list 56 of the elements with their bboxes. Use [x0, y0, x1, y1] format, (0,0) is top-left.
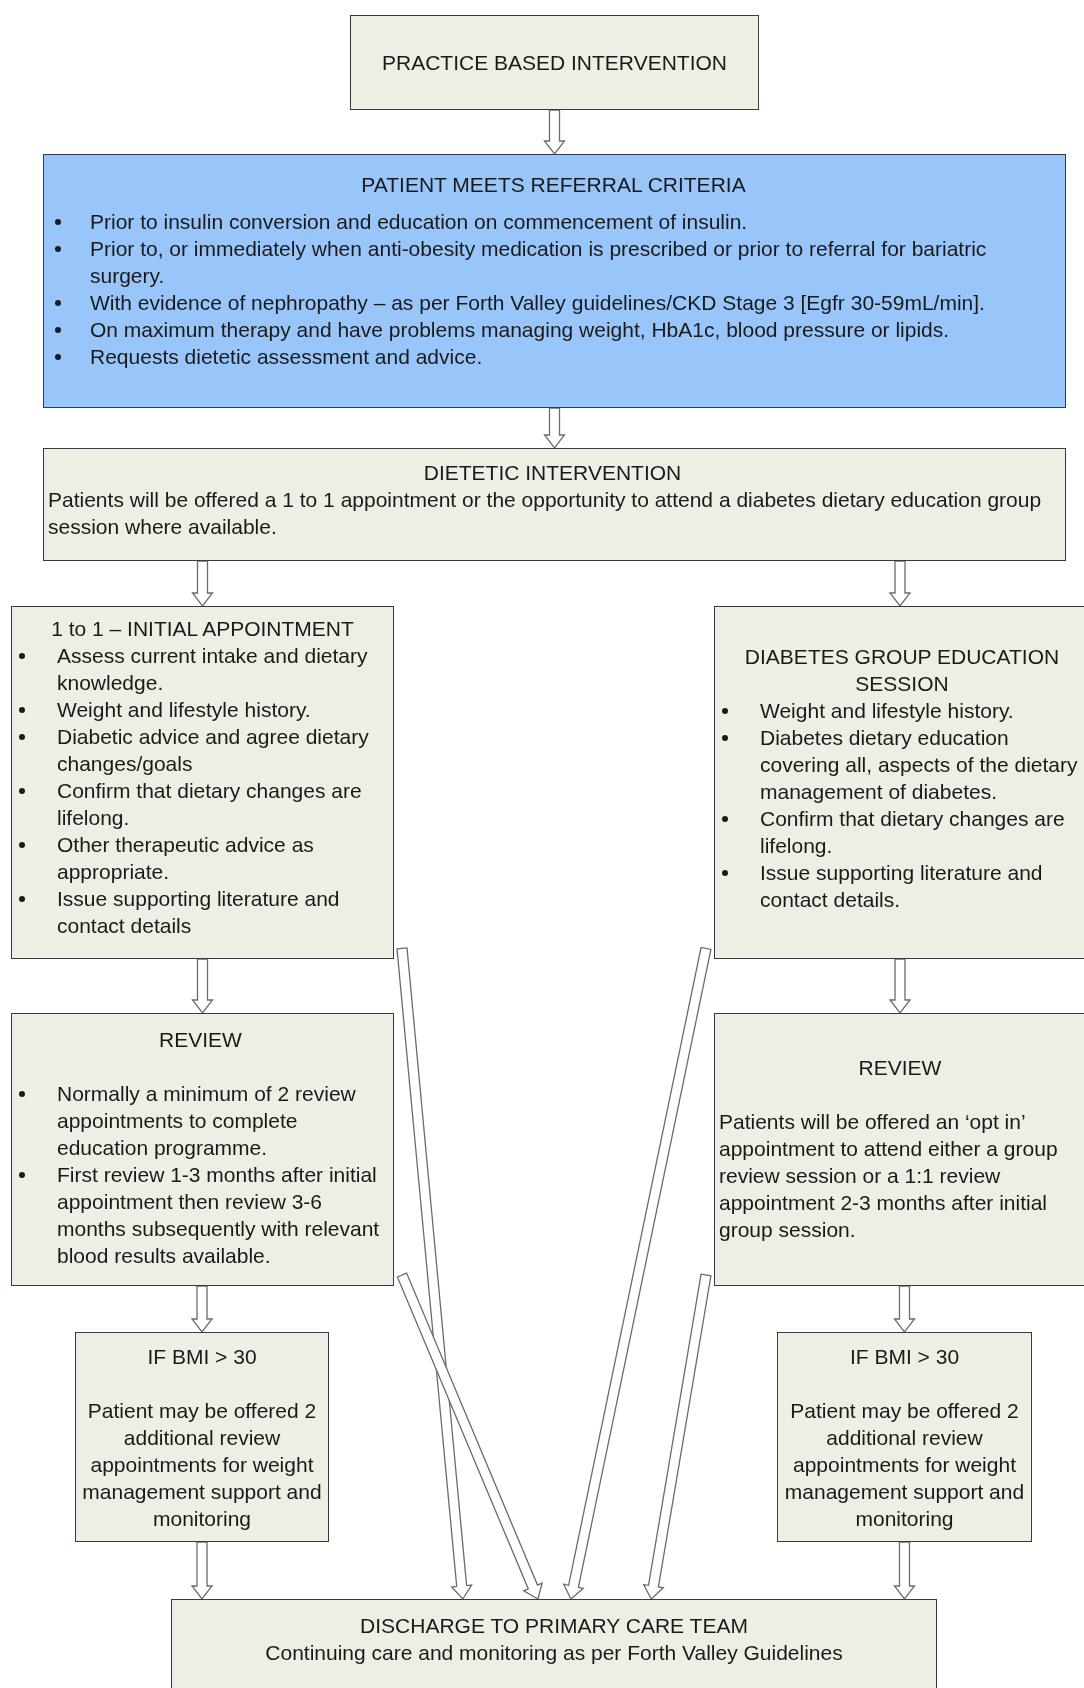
- hollow-arrow: [888, 958, 912, 1015]
- hollow-arrow: [642, 1273, 712, 1601]
- box-heading: IF BMI > 30: [146, 1344, 258, 1370]
- box-text: Patient may be offered 2 additional review appointments for weight management support and monitoring: [783, 1398, 1026, 1532]
- process-box: [777, 1332, 1032, 1542]
- process-box: [350, 15, 759, 110]
- hollow-arrow: [893, 1541, 916, 1601]
- box-heading: PATIENT MEETS REFERRAL CRITERIA: [360, 172, 747, 198]
- process-box: [11, 606, 394, 959]
- hollow-arrow: [191, 560, 214, 608]
- bullet-item: On maximum therapy and have problems managing weight, HbA1c, blood pressure or lipids.: [90, 317, 951, 343]
- hollow-arrow: [543, 407, 566, 450]
- box-heading: IF BMI > 30: [848, 1344, 961, 1370]
- hollow-arrow: [191, 958, 214, 1015]
- bullet-item: First review 1-3 months after initial appointment then review 3-6 months subsequently with relevant blood results available.: [57, 1162, 381, 1269]
- bullet-item: Weight and lifestyle history.: [57, 697, 312, 723]
- bullet-item: With evidence of nephropathy – as per Forth Valley guidelines/CKD Stage 3 [Egfr 30-59mL/min].: [90, 290, 986, 316]
- hollow-arrow: [190, 1285, 214, 1334]
- bullet-item: Prior to insulin conversion and education on commencement of insulin.: [90, 209, 749, 235]
- box-heading: DIETETIC INTERVENTION: [422, 460, 683, 486]
- box-heading: DIABETES GROUP EDUCATION SESSION: [743, 644, 1061, 697]
- bullet-item: Confirm that dietary changes are lifelong.: [57, 778, 363, 831]
- bullet-item: Requests dietetic assessment and advice.: [90, 344, 484, 370]
- process-box: [11, 1013, 394, 1286]
- process-box: [714, 606, 1084, 959]
- bullet-item: Confirm that dietary changes are lifelong.: [760, 806, 1066, 859]
- bullet-item: Diabetes dietary education covering all, aspects of the dietary management of diabetes.: [760, 725, 1079, 805]
- hollow-arrow: [562, 946, 712, 1601]
- bullet-item: Prior to, or immediately when anti-obesity medication is prescribed or prior to referral for bariatric surgery.: [90, 236, 988, 289]
- box-heading: REVIEW: [158, 1027, 243, 1053]
- hollow-arrow: [888, 560, 912, 608]
- bullet-item: Other therapeutic advice as appropriate.: [57, 832, 315, 885]
- box-heading: DISCHARGE TO PRIMARY CARE TEAM: [359, 1613, 749, 1639]
- hollow-arrow: [893, 1285, 916, 1334]
- process-box: [43, 154, 1066, 408]
- bullet-item: Normally a minimum of 2 review appointments to complete education programme.: [57, 1081, 357, 1161]
- box-heading: REVIEW: [857, 1055, 943, 1081]
- process-box: [75, 1332, 329, 1542]
- process-box: [43, 448, 1066, 561]
- bullet-item: Issue supporting literature and contact details: [57, 886, 341, 939]
- hollow-arrow: [190, 1541, 214, 1601]
- bullet-item: Weight and lifestyle history.: [760, 698, 1015, 724]
- process-box: [714, 1013, 1084, 1286]
- hollow-arrow: [396, 947, 473, 1601]
- bullet-item: Assess current intake and dietary knowledge.: [57, 643, 369, 696]
- hollow-arrow: [396, 1272, 544, 1600]
- process-box: [171, 1599, 937, 1688]
- box-heading: PRACTICE BASED INTERVENTION: [381, 50, 728, 76]
- box-heading: 1 to 1 – INITIAL APPOINTMENT: [50, 616, 355, 642]
- box-text: Patients will be offered an ‘opt in’ appointment to attend either a group review session or a 1:1 review appointment 2-3 months after initial group session.: [719, 1109, 1059, 1243]
- hollow-arrow: [543, 109, 566, 156]
- bullet-item: Issue supporting literature and contact details.: [760, 860, 1044, 913]
- box-text: Patient may be offered 2 additional review appointments for weight management support and monitoring: [81, 1398, 323, 1532]
- box-text: Patients will be offered a 1 to 1 appointment or the opportunity to attend a diabetes dietary education group session where available.: [48, 487, 1043, 540]
- bullet-item: Diabetic advice and agree dietary changes/goals: [57, 724, 370, 777]
- box-text: Continuing care and monitoring as per Forth Valley Guidelines: [264, 1640, 844, 1666]
